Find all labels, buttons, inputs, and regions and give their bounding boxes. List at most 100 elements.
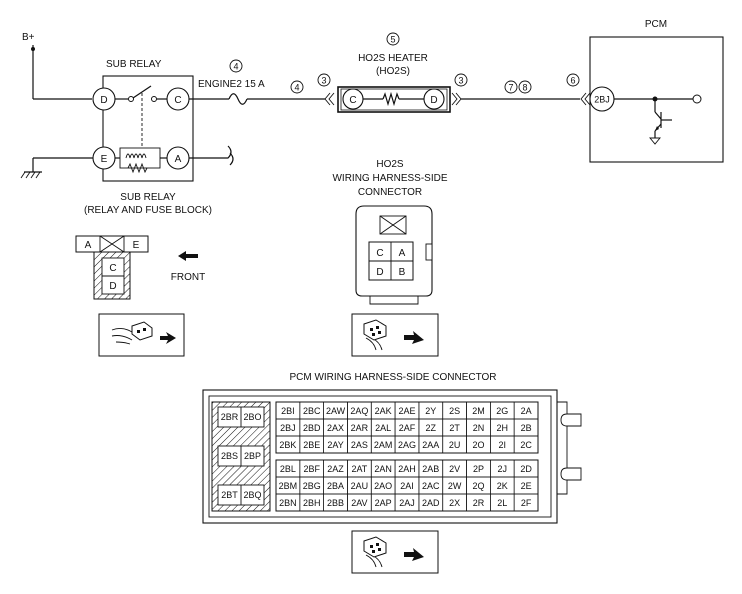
pcm-pin-label: 2M — [472, 406, 485, 416]
ho2s-pin-d: D — [376, 267, 383, 278]
b-plus-supply: B+ — [22, 32, 92, 100]
fuse-label: ENGINE2 15 A — [198, 79, 265, 90]
connector-view-icon — [351, 530, 439, 574]
relay-a-wire — [189, 145, 232, 159]
wire-marker-8: 8 — [522, 83, 527, 93]
pcm: PCM 2BJ — [589, 19, 724, 163]
connector-view-icon — [351, 313, 439, 357]
wire-marker-7: 7 — [508, 83, 513, 93]
pcm-pin-label: 2AK — [375, 406, 392, 416]
pcm-pin-label: 2BI — [281, 406, 295, 416]
ho2s-pin-b: B — [399, 267, 406, 278]
pcm-pin-label: 2V — [449, 464, 460, 474]
front-arrow-icon — [178, 251, 198, 261]
pcm-pin-label: 2Y — [425, 406, 436, 416]
pcm-title: PCM — [645, 19, 667, 30]
heater-title: HO2S HEATER — [358, 53, 428, 64]
pcm-pin-label: 2BC — [303, 406, 321, 416]
pcm-pin-label: 2AP — [375, 498, 392, 508]
relay-coil — [115, 147, 167, 174]
pcm-pin-label: 2T — [449, 423, 460, 433]
fuse-engine2: 4 ENGINE2 15 A 4 — [189, 59, 325, 105]
pcm-pin-label: 2BG — [303, 481, 321, 491]
relay-conn-pin-a: A — [85, 240, 92, 251]
heater-resistor — [382, 91, 400, 107]
pcm-pin-label: 2C — [520, 440, 532, 450]
b-plus-label: B+ — [22, 32, 35, 43]
relay-conn-pin-c: C — [109, 263, 116, 274]
svg-text:D: D — [100, 95, 107, 106]
ho2s-connector-title-1: HO2S — [376, 159, 404, 170]
pcm-pin-label: 2BB — [327, 498, 344, 508]
heater-marker: 5 — [390, 35, 395, 45]
sub-relay-title: SUB RELAY — [106, 59, 162, 70]
ho2s-connector-title-2: WIRING HARNESS-SIDE — [332, 173, 447, 184]
pcm-pin-cell — [513, 493, 539, 512]
svg-text:2BJ: 2BJ — [594, 95, 610, 105]
pcm-transistor — [654, 111, 662, 120]
relay-conn-pin-d: D — [109, 281, 116, 292]
pcm-left-pin: 2BO — [243, 412, 261, 422]
heater-right-connector-marker: 3 — [458, 76, 463, 86]
pcm-pin-label: 2AL — [375, 423, 391, 433]
pcm-left-pin: 2BQ — [243, 490, 261, 500]
pcm-pin-label: 2N — [473, 423, 485, 433]
pcm-pin-label: 2R — [473, 498, 485, 508]
relay-switch-contacts — [115, 85, 167, 146]
sub-relay-caption-1: SUB RELAY — [120, 192, 176, 203]
pcm-pin-label: 2AW — [326, 406, 346, 416]
svg-text:C: C — [349, 95, 356, 106]
pcm-pin-label: 2BJ — [280, 423, 296, 433]
ho2s-connector-title-3: CONNECTOR — [358, 187, 422, 198]
pcm-pin-label: 2A — [521, 406, 532, 416]
pcm-pin-label: 2BM — [279, 481, 298, 491]
svg-text:E: E — [101, 154, 108, 165]
heater-left-connector-marker: 3 — [321, 76, 326, 86]
pcm-pin-label: 2AV — [351, 498, 367, 508]
pcm-pin-label: 2BK — [279, 440, 296, 450]
pcm-pin-label: 2K — [497, 481, 508, 491]
pcm-pin-label: 2G — [496, 406, 508, 416]
pcm-pin-label: 2AR — [351, 423, 369, 433]
pcm-connector: PCM WIRING HARNESS-SIDE CONNECTOR 2BR 2B… — [202, 372, 582, 524]
pcm-pin-label: 2I — [499, 440, 507, 450]
pcm-pin-label: 2AY — [327, 440, 343, 450]
sub-relay: SUB RELAY D C E A SUB RELAY — [84, 59, 212, 216]
pcm-pin-label: 2BA — [327, 481, 344, 491]
pcm-pin-label: 2AF — [399, 423, 416, 433]
pcm-left-pin: 2BP — [244, 451, 261, 461]
pcm-left-pin: 2BT — [221, 490, 238, 500]
pcm-pin-label: 2W — [448, 481, 462, 491]
svg-text:C: C — [174, 95, 181, 106]
pcm-pin-cell — [513, 435, 539, 454]
pcm-pin-label: 2AD — [422, 498, 440, 508]
wire-heater-to-pcm: 7 8 6 — [461, 73, 591, 106]
pcm-left-pin: 2BR — [221, 412, 239, 422]
pcm-pin-label: 2AB — [422, 464, 439, 474]
ho2s-pin-c: C — [376, 248, 383, 259]
pcm-pin-label: 2BH — [303, 498, 321, 508]
pcm-pin-label: 2AO — [374, 481, 392, 491]
pcm-pin-label: 2AE — [398, 406, 415, 416]
connector-view-icon — [98, 313, 185, 357]
pcm-pin-label: 2U — [449, 440, 461, 450]
fuse-marker: 4 — [233, 62, 238, 72]
pcm-pin-label: 2AA — [422, 440, 439, 450]
ho2s-pin-a: A — [399, 248, 406, 259]
pcm-pin-label: 2L — [497, 498, 507, 508]
pcm-pin-label: 2AT — [351, 464, 367, 474]
pcm-pin-label: 2BF — [303, 464, 320, 474]
pcm-pin-label: 2E — [521, 481, 532, 491]
pcm-pin-label: 2B — [521, 423, 532, 433]
pcm-pin-label: 2AS — [351, 440, 368, 450]
pcm-pin-label: 2BD — [303, 423, 321, 433]
svg-text:D: D — [430, 95, 437, 106]
pcm-left-pin: 2BS — [221, 451, 238, 461]
pcm-pin-label: 2H — [497, 423, 509, 433]
pcm-pin-label: 2J — [498, 464, 508, 474]
sub-relay-caption-2: (RELAY AND FUSE BLOCK) — [84, 205, 212, 216]
ho2s-connector: HO2S WIRING HARNESS-SIDE CONNECTOR C A D… — [332, 159, 448, 305]
heater-subtitle: (HO2S) — [376, 66, 410, 77]
